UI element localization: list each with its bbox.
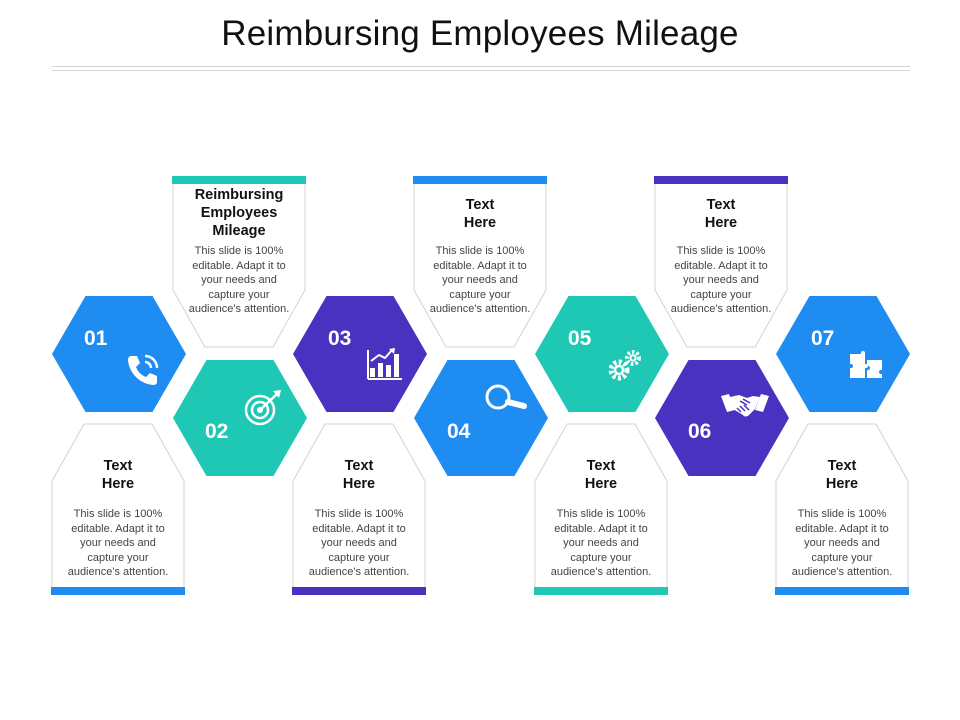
step-number-7: 07 [811, 327, 835, 350]
step-title-3: Text Here [342, 458, 376, 492]
step-title-4: Text Here [463, 197, 497, 231]
step-hexagon-4: 04 [414, 360, 548, 476]
step-title-1: Text Here [101, 458, 135, 492]
step-number-2: 02 [205, 420, 229, 443]
step-number-5: 05 [568, 327, 592, 350]
page-title: Reimbursing Employees Mileage [221, 14, 739, 53]
step-number-3: 03 [328, 327, 352, 350]
step-title-5: Text Here [584, 458, 618, 492]
step-hexagon-3: 03 [293, 296, 427, 412]
step-title-7: Text Here [825, 458, 859, 492]
step-description-1: This slide is 100% editable. Adapt it to… [67, 508, 169, 578]
step-number-1: 01 [84, 327, 108, 350]
step-title-6: Text Here [704, 197, 738, 231]
step-title-2: Reimbursing Employees Mileage [194, 187, 284, 239]
step-description-4: This slide is 100% editable. Adapt it to… [429, 245, 531, 315]
step-hexagon-6: 06 [655, 360, 789, 476]
step-number-4: 04 [447, 420, 471, 443]
step-hexagon-1: 01 [52, 296, 186, 412]
step-description-2: This slide is 100% editable. Adapt it to… [188, 245, 290, 315]
step-description-5: This slide is 100% editable. Adapt it to… [550, 508, 652, 578]
step-description-7: This slide is 100% editable. Adapt it to… [791, 508, 893, 578]
title-divider [52, 66, 910, 67]
step-description-3: This slide is 100% editable. Adapt it to… [308, 508, 410, 578]
title-divider-secondary [52, 70, 910, 71]
step-hexagon-2: 02 [173, 360, 307, 476]
step-description-6: This slide is 100% editable. Adapt it to… [670, 245, 772, 315]
step-hexagon-5: 05 [535, 296, 669, 412]
step-hexagon-7: 07 [776, 296, 910, 412]
step-number-6: 06 [688, 420, 712, 443]
